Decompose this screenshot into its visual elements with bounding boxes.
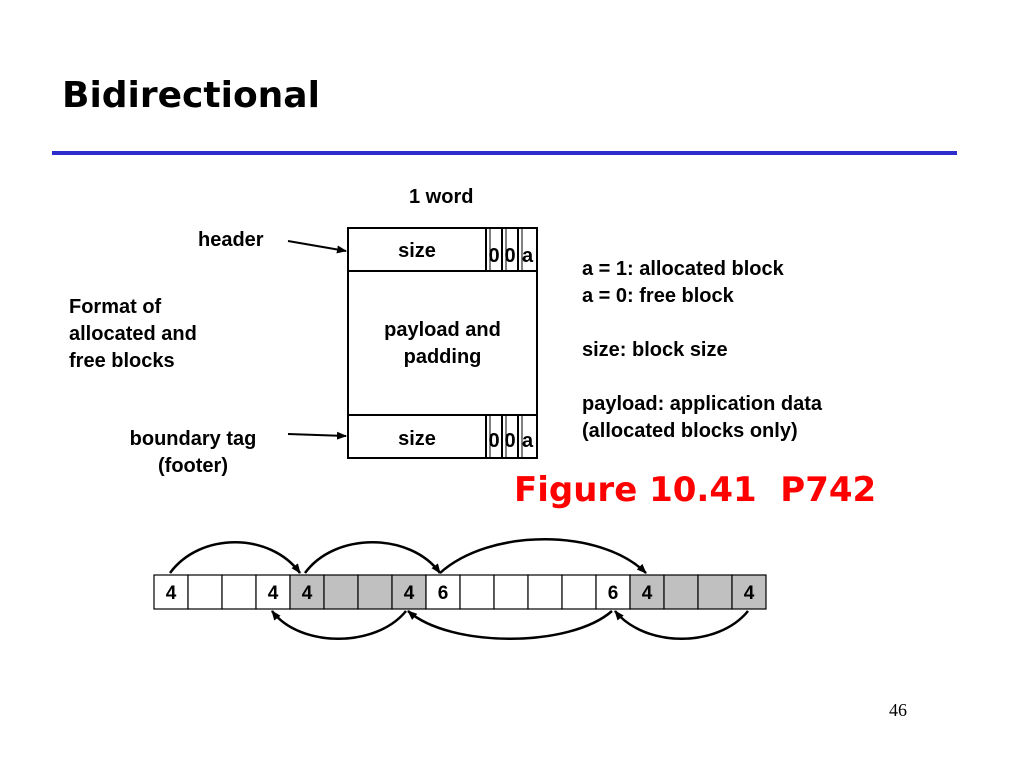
footer-arrow <box>287 431 347 440</box>
footer-label-line: boundary tag <box>129 428 257 450</box>
legend-line: payload: application data <box>582 393 823 415</box>
heap-cell: 4 <box>255 574 291 610</box>
heap-cell: 6 <box>595 574 631 610</box>
title-divider <box>52 151 957 155</box>
legend-line: (allocated blocks only) <box>582 420 798 442</box>
format-label: Format of allocated and free blocks <box>69 294 197 375</box>
payload-area <box>347 270 538 416</box>
header-alloc-bit: a <box>521 245 534 267</box>
heap-cell <box>459 574 495 610</box>
word-label: 1 word <box>409 186 474 208</box>
legend-line: size: block size <box>582 339 728 361</box>
format-label-line: Format of <box>69 296 162 318</box>
heap-cell: 4 <box>391 574 427 610</box>
heap-cell-value: 4 <box>166 583 177 604</box>
footer-bit-2: 0 <box>504 430 516 452</box>
legend-line: a = 1: allocated block <box>582 258 784 280</box>
heap-cell-value: 4 <box>302 583 313 604</box>
format-label-line: free blocks <box>69 350 175 372</box>
heap-cell <box>221 574 257 610</box>
footer-word <box>347 414 538 459</box>
payload-label: payload and padding <box>348 317 537 371</box>
heap-cell: 4 <box>629 574 665 610</box>
header-word <box>347 227 538 272</box>
forward-arrow-1 <box>168 541 302 574</box>
format-label-line: allocated and <box>69 323 197 345</box>
forward-arrow-3 <box>439 538 647 574</box>
heap-cell <box>663 574 699 610</box>
heap-cell <box>561 574 597 610</box>
heap-cell: 4 <box>731 574 767 610</box>
backward-arrow-2 <box>407 610 613 640</box>
heap-array: 4 4 4 4 6 6 4 4 <box>153 574 767 610</box>
heap-cell: 4 <box>289 574 325 610</box>
forward-arrow-2 <box>303 541 442 574</box>
header-size-label: size <box>398 240 436 262</box>
figure-reference: Figure 10.41 P742 <box>514 470 877 510</box>
backward-arrow-3 <box>614 610 749 640</box>
heap-cell <box>357 574 393 610</box>
heap-cell-value: 4 <box>642 583 653 604</box>
payload-label-line: payload and <box>384 319 501 341</box>
footer-size-label: size <box>398 428 436 450</box>
heap-cell <box>527 574 563 610</box>
payload-label-line: padding <box>403 346 482 368</box>
header-label: header <box>198 229 264 251</box>
slide-title: Bidirectional <box>62 75 320 116</box>
footer-bit-1: 0 <box>488 430 500 452</box>
heap-cell-value: 4 <box>404 583 415 604</box>
heap-cell-value: 6 <box>438 583 449 604</box>
heap-cell-value: 6 <box>608 583 619 604</box>
page-number: 46 <box>889 700 907 720</box>
heap-cell <box>187 574 223 610</box>
footer-alloc-bit: a <box>521 430 534 452</box>
heap-cell: 6 <box>425 574 461 610</box>
legend-line: a = 0: free block <box>582 285 734 307</box>
backward-arrow-1 <box>271 610 407 640</box>
footer-label: boundary tag (footer) <box>100 426 286 480</box>
heap-cell: 4 <box>153 574 189 610</box>
heap-cell <box>323 574 359 610</box>
header-bit-2: 0 <box>504 245 516 267</box>
heap-cell-value: 4 <box>268 583 279 604</box>
legend: a = 1: allocated block a = 0: free block… <box>582 256 822 445</box>
footer-label-line: (footer) <box>158 455 228 477</box>
heap-cell <box>697 574 733 610</box>
heap-cell <box>493 574 529 610</box>
header-bit-1: 0 <box>488 245 500 267</box>
header-arrow <box>287 240 347 254</box>
heap-cell-value: 4 <box>744 583 755 604</box>
